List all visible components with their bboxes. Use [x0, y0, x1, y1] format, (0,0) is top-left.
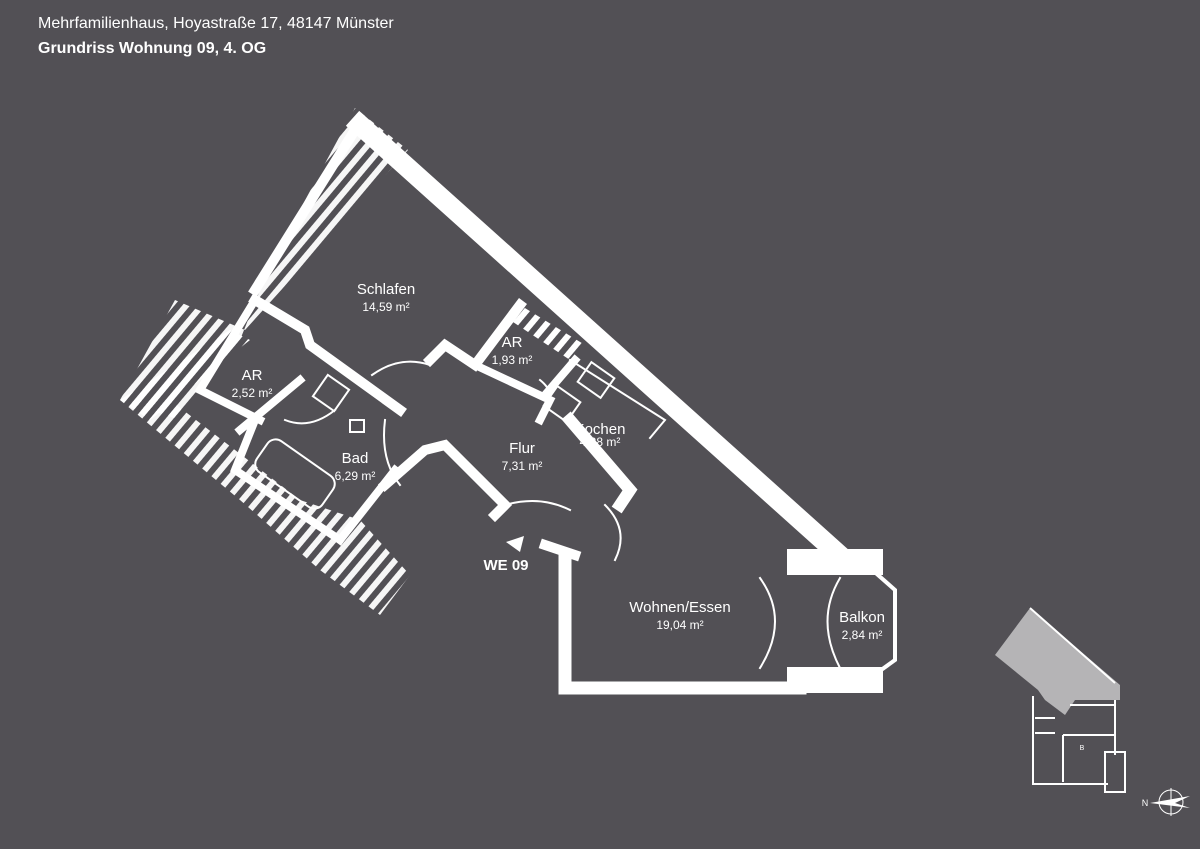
- room-area: 2,52 m²: [232, 386, 273, 400]
- room-label-wohnen: Wohnen/Essen 19,04 m²: [629, 599, 730, 632]
- room-name: AR: [242, 367, 263, 384]
- compass-icon: [1150, 788, 1190, 816]
- room-area: 14,59 m²: [362, 300, 409, 314]
- room-area: 6,29 m²: [335, 469, 376, 483]
- compass-north-label: N: [1142, 798, 1149, 808]
- address-title: Mehrfamilienhaus, Hoyastraße 17, 48147 M…: [38, 15, 394, 32]
- minimap-mark: B: [1080, 745, 1085, 752]
- room-label-ar-2: AR 2,52 m²: [232, 367, 273, 400]
- room-label-balkon: Balkon 2,84 m²: [839, 609, 885, 642]
- hatched-roof-band-left: [120, 330, 250, 420]
- room-area: 19,04 m²: [656, 618, 703, 632]
- hatched-ar-band: [510, 305, 585, 360]
- room-label-kochen: Kochen 4,28 m²: [575, 421, 626, 449]
- room-label-flur: Flur 7,31 m²: [502, 440, 543, 473]
- room-label-bad: Bad 6,29 m²: [335, 450, 376, 483]
- room-name: Schlafen: [357, 281, 415, 298]
- hatched-roof-band-top: [120, 108, 408, 420]
- room-label-schlafen: Schlafen 14,59 m²: [357, 281, 415, 314]
- plan-title: Grundriss Wohnung 09, 4. OG: [38, 40, 267, 57]
- room-area: 4,28 m²: [580, 435, 621, 449]
- room-area: 7,31 m²: [502, 459, 543, 473]
- room-label-ar-1: AR 1,93 m²: [492, 334, 533, 367]
- entrance-label: WE 09: [483, 557, 528, 574]
- room-name: Balkon: [839, 609, 885, 626]
- building-minimap: B: [995, 607, 1126, 793]
- room-area: 1,93 m²: [492, 353, 533, 367]
- room-name: AR: [502, 334, 523, 351]
- room-area: 2,84 m²: [842, 628, 883, 642]
- walls: [194, 110, 897, 695]
- room-name: Kochen: [575, 421, 626, 438]
- entrance-marker: [506, 536, 524, 552]
- room-name: Bad: [342, 450, 369, 467]
- room-name: Wohnen/Essen: [629, 599, 730, 616]
- hatched-roof-band-bottom: [120, 400, 410, 615]
- room-name: Flur: [509, 440, 535, 457]
